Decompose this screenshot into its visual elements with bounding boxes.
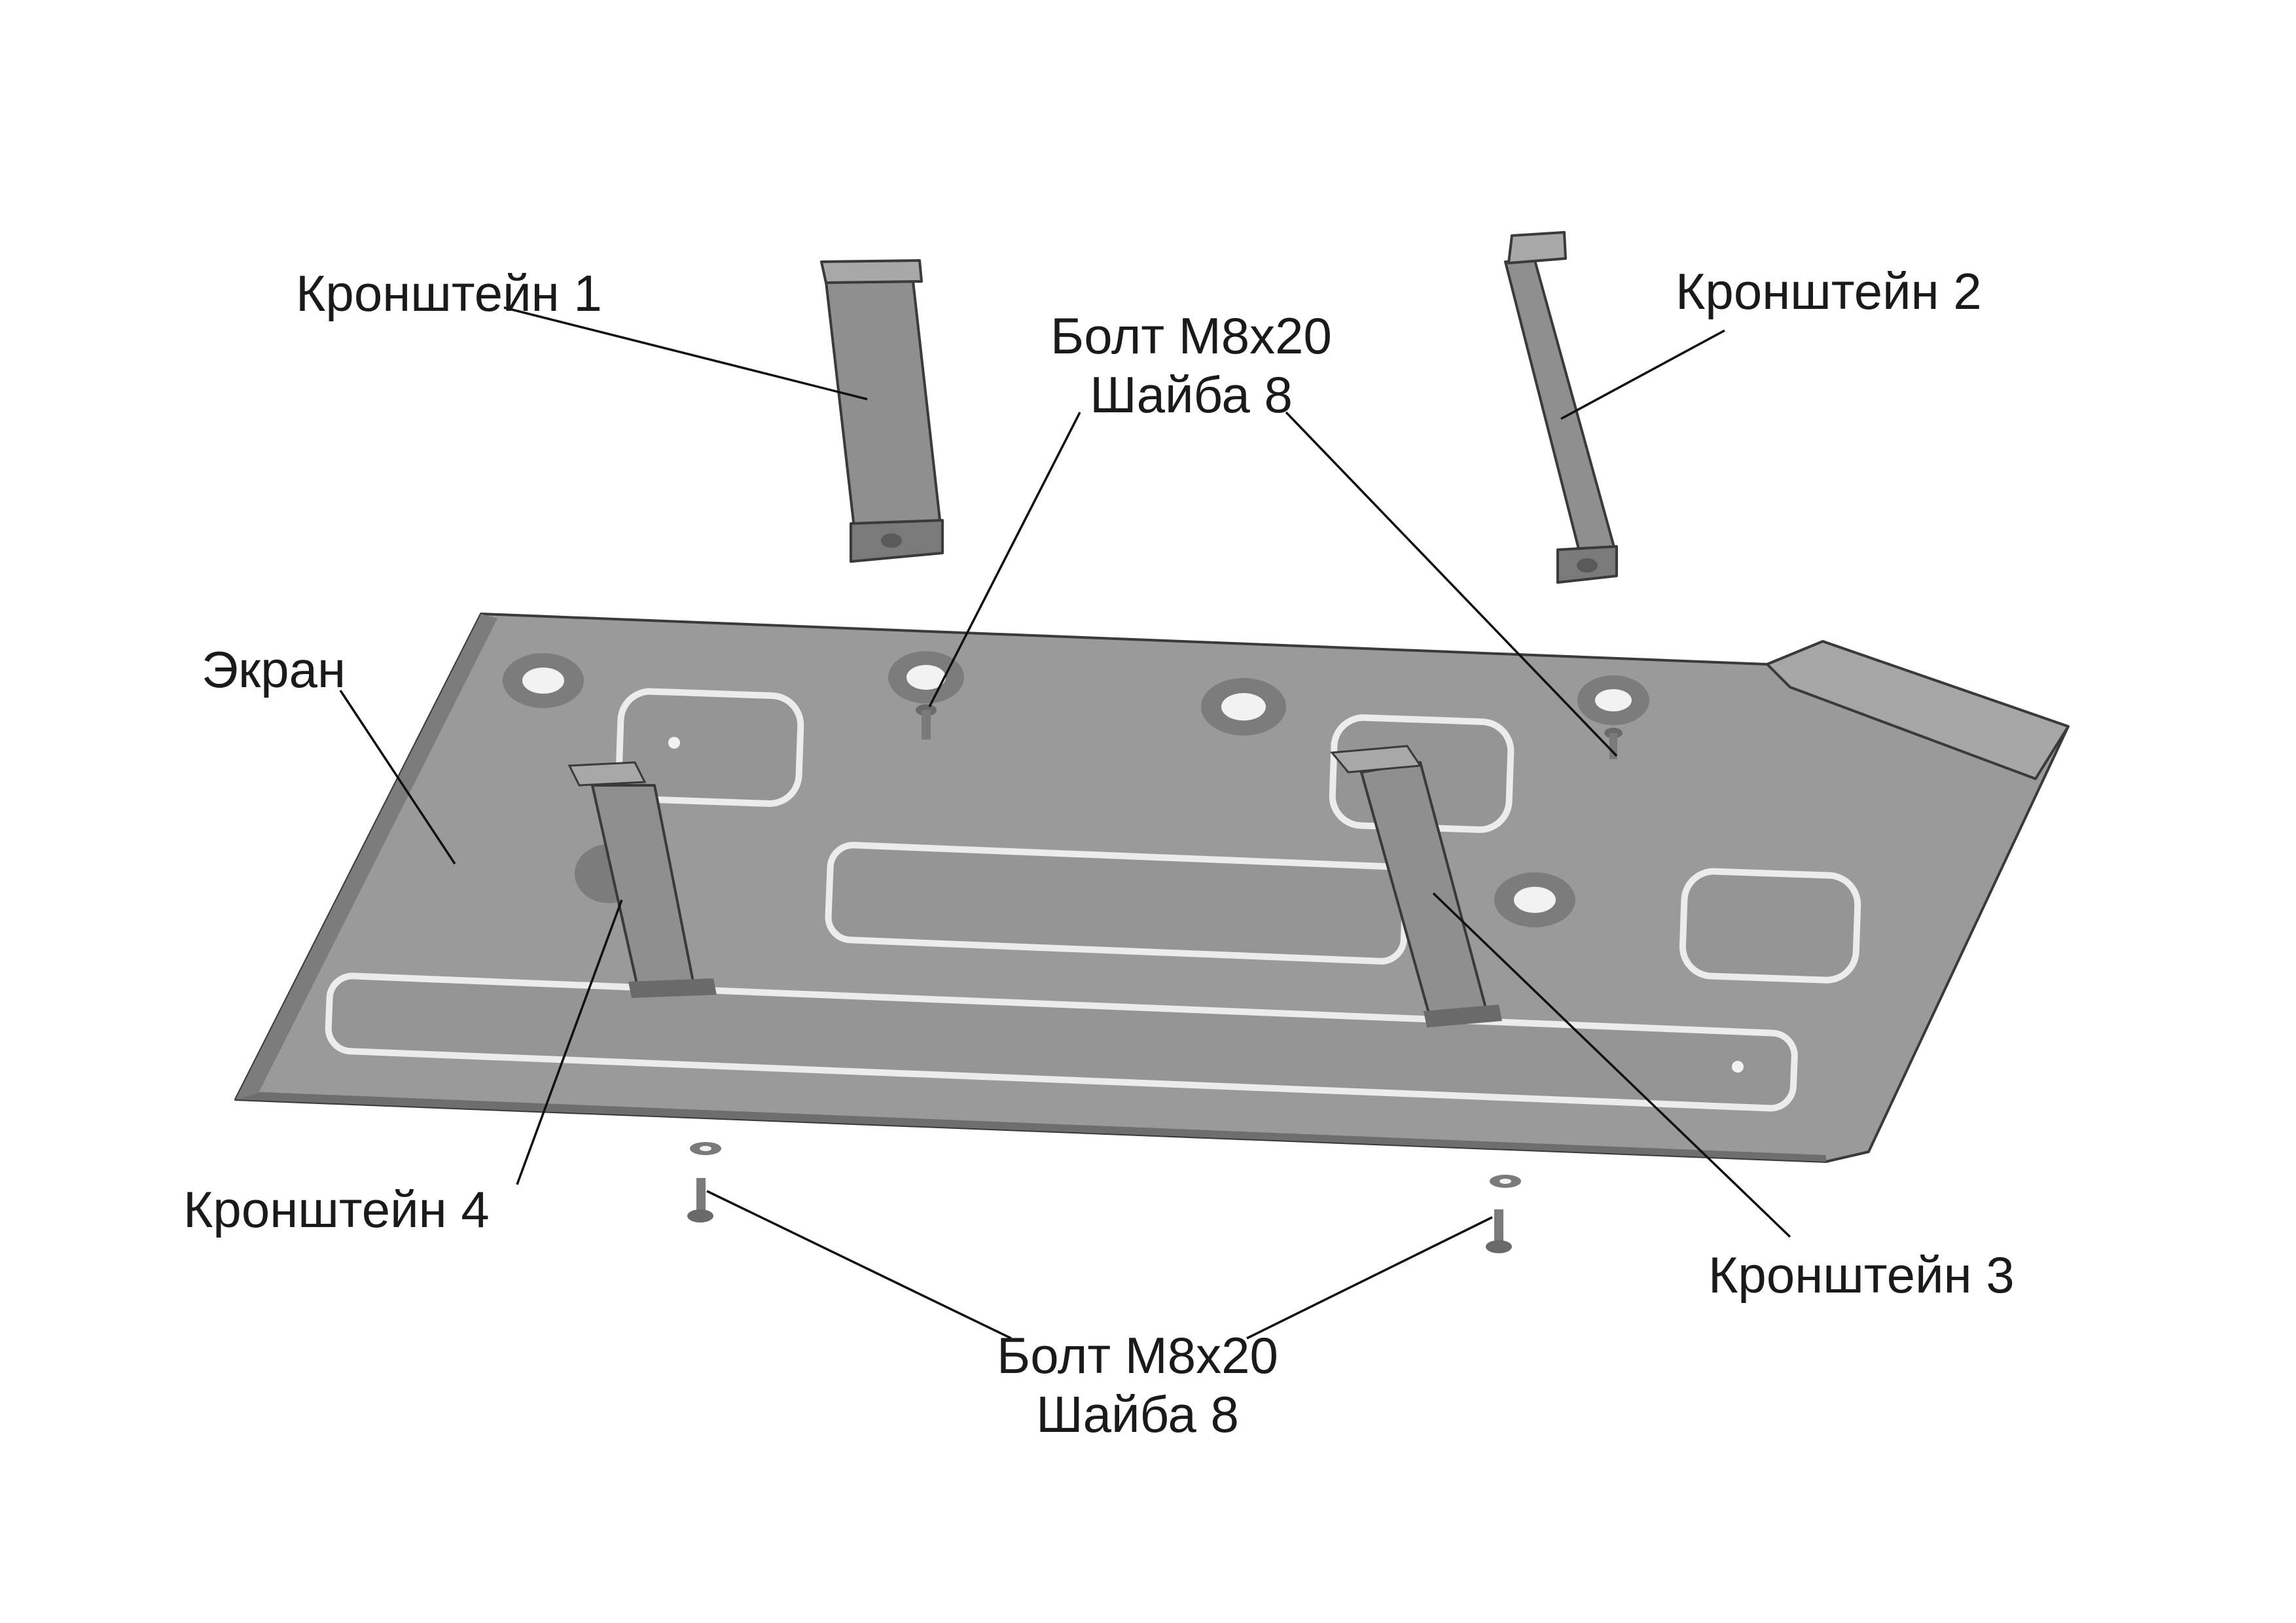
plate-front-rim: [236, 1092, 1826, 1162]
leader-bracket-2: [1560, 329, 1725, 420]
bolt-icon: [916, 704, 937, 740]
washer-icon: [1490, 1175, 1521, 1188]
leader-fastener-top-right: [1285, 411, 1618, 757]
bracket-2: [1504, 231, 1618, 584]
label-fastener-bottom-bolt: Болт М8х20: [997, 1327, 1278, 1384]
label-fastener-top-washer: Шайба 8: [1090, 366, 1293, 423]
label-fastener-bottom-washer: Шайба 8: [1036, 1385, 1239, 1443]
bolt-icon: [1486, 1209, 1512, 1253]
plate-hole-4: [1577, 675, 1649, 725]
label-fastener-top-bolt: Болт М8х20: [1050, 307, 1332, 365]
label-bracket-2: Кронштейн 2: [1676, 262, 1982, 320]
plate-right-wing: [1766, 640, 2070, 780]
washer-icon: [690, 1142, 721, 1155]
leader-fastener-bottom-left: [706, 1190, 1012, 1340]
label-bracket-4: Кронштейн 4: [183, 1181, 490, 1238]
plate-hole-1: [503, 653, 584, 708]
plate-left-flange: [236, 614, 497, 1099]
bracket-1: [820, 259, 944, 563]
leader-fastener-bottom-right: [1246, 1216, 1493, 1340]
leader-lines: [339, 306, 1791, 1340]
leader-bracket-1: [503, 306, 868, 401]
plate-small-hole-1: [668, 737, 680, 749]
bolt-icon: [1604, 728, 1623, 759]
bolt-icon: [687, 1178, 713, 1222]
label-screen: Экран: [202, 641, 346, 698]
plate-window-right: [1679, 868, 1861, 984]
leader-screen: [339, 690, 456, 865]
bracket-4: [567, 761, 717, 998]
bracket-3: [1330, 745, 1502, 1027]
plate-rib-long: [325, 972, 1798, 1112]
plate-hole-3: [1201, 678, 1286, 736]
label-bracket-3: Кронштейн 3: [1708, 1246, 2015, 1304]
label-bracket-1: Кронштейн 1: [296, 264, 602, 322]
plate-hole-2: [888, 651, 964, 704]
plate-small-hole-2: [1732, 1061, 1744, 1073]
plate-window-left: [615, 688, 804, 807]
plate-hole-5: [1494, 872, 1575, 927]
leader-bracket-4: [516, 899, 623, 1185]
plate-rib-middle: [825, 842, 1409, 965]
leader-bracket-3: [1432, 892, 1791, 1238]
skid-plate: [234, 613, 2070, 1163]
leader-fastener-top-left: [928, 412, 1081, 707]
